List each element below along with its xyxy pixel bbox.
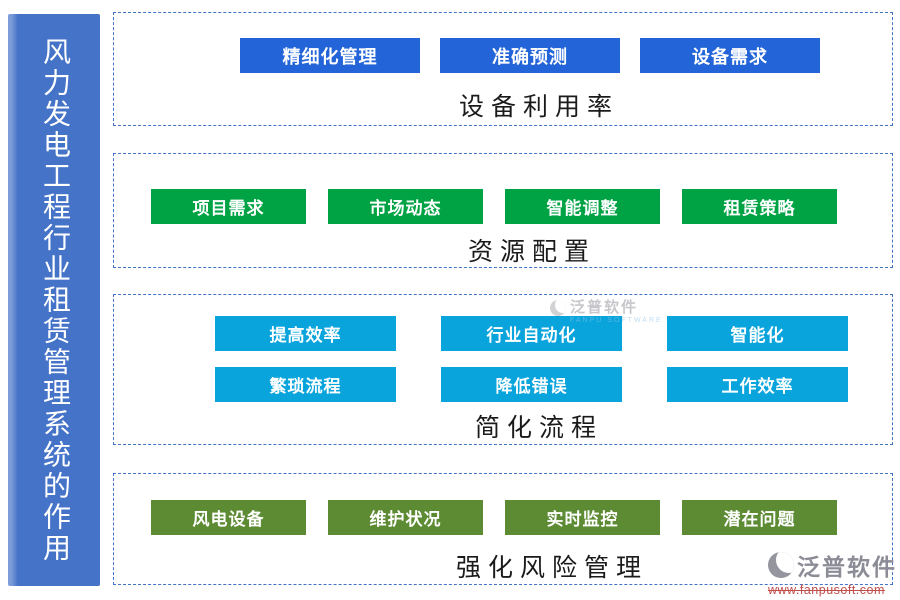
section-resource-allocation: 项目需求 市场动态 智能调整 租赁策略 资源配置 bbox=[113, 153, 893, 268]
button-project-demand[interactable]: 项目需求 bbox=[151, 189, 306, 224]
section-label-risk-management: 强化风险管理 bbox=[455, 555, 648, 582]
button-realtime-monitoring[interactable]: 实时监控 bbox=[505, 500, 660, 535]
sidebar-title-bar: 风力发电工程行业租赁管理系统的作用 bbox=[8, 14, 100, 586]
button-tedious-process[interactable]: 繁琐流程 bbox=[215, 367, 396, 402]
button-work-efficiency[interactable]: 工作效率 bbox=[667, 367, 848, 402]
section-label-resource-allocation: 资源配置 bbox=[467, 239, 596, 266]
button-potential-issues[interactable]: 潜在问题 bbox=[682, 500, 837, 535]
button-smart-adjustment[interactable]: 智能调整 bbox=[505, 189, 660, 224]
sidebar-title: 风力发电工程行业租赁管理系统的作用 bbox=[39, 36, 70, 564]
fanpu-logo-icon bbox=[768, 552, 794, 578]
button-equipment-demand[interactable]: 设备需求 bbox=[640, 38, 820, 73]
button-refined-management[interactable]: 精细化管理 bbox=[240, 38, 420, 73]
section-equipment-utilization: 精细化管理 准确预测 设备需求 设备利用率 bbox=[113, 12, 893, 126]
button-industry-automation[interactable]: 行业自动化 bbox=[441, 316, 622, 351]
button-wind-equipment[interactable]: 风电设备 bbox=[151, 500, 306, 535]
vendor-name: 泛普软件 bbox=[797, 554, 897, 580]
button-maintenance-status[interactable]: 维护状况 bbox=[328, 500, 483, 535]
chip-row: 项目需求 市场动态 智能调整 租赁策略 bbox=[151, 189, 837, 224]
button-market-dynamics[interactable]: 市场动态 bbox=[328, 189, 483, 224]
vendor-url[interactable]: www.fanpusoft.com bbox=[768, 583, 885, 597]
section-simplify-process: 提高效率 行业自动化 智能化 繁琐流程 降低错误 工作效率 简化流程 bbox=[113, 294, 893, 445]
section-risk-management: 风电设备 维护状况 实时监控 潜在问题 强化风险管理 bbox=[113, 473, 893, 585]
button-intelligence[interactable]: 智能化 bbox=[667, 316, 848, 351]
chip-row: 精细化管理 准确预测 设备需求 bbox=[240, 38, 820, 73]
chip-row: 提高效率 行业自动化 智能化 bbox=[215, 316, 848, 351]
section-label-equipment-utilization: 设备利用率 bbox=[458, 94, 619, 121]
chip-row: 繁琐流程 降低错误 工作效率 bbox=[215, 367, 848, 402]
button-leasing-strategy[interactable]: 租赁策略 bbox=[682, 189, 837, 224]
button-reduce-errors[interactable]: 降低错误 bbox=[441, 367, 622, 402]
vendor-logo: 泛普软件 www.fanpusoft.com bbox=[768, 548, 897, 597]
button-accurate-forecast[interactable]: 准确预测 bbox=[440, 38, 620, 73]
chip-row: 风电设备 维护状况 实时监控 潜在问题 bbox=[151, 500, 837, 535]
button-improve-efficiency[interactable]: 提高效率 bbox=[215, 316, 396, 351]
section-label-simplify-process: 简化流程 bbox=[474, 415, 603, 442]
